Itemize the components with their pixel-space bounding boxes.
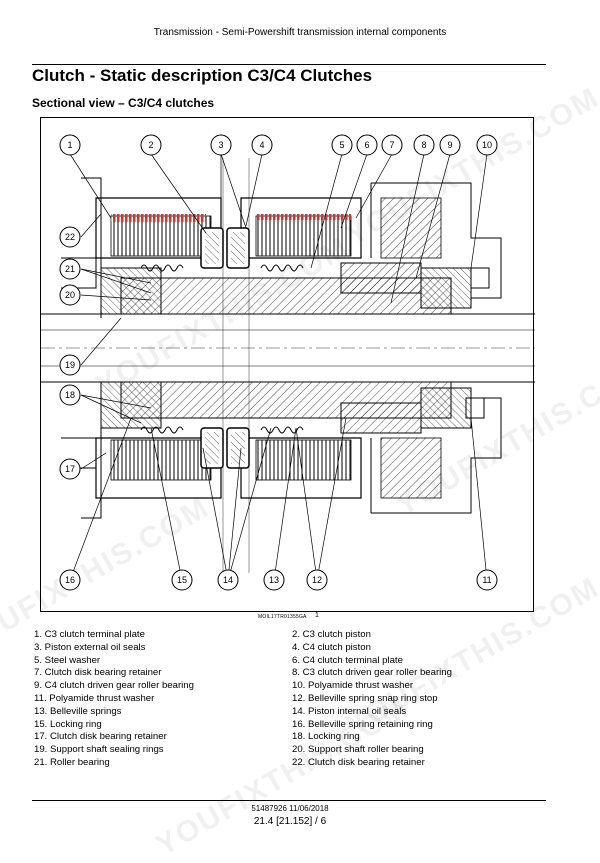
svg-text:10: 10 [482, 140, 492, 150]
legend-item: 19. Support shaft sealing rings [34, 744, 164, 756]
svg-text:1: 1 [67, 140, 72, 150]
legend-row: 13. Belleville springs 14. Piston interna… [34, 706, 554, 719]
callout-2: 2 [140, 134, 162, 156]
callout-14: 14 [217, 569, 239, 591]
callout-10: 10 [476, 134, 498, 156]
svg-text:4: 4 [259, 140, 264, 150]
legend-item: 6. C4 clutch terminal plate [292, 654, 403, 666]
legend-item: 2. C3 clutch piston [292, 629, 371, 640]
svg-text:12: 12 [312, 575, 322, 585]
page-header: Transmission - Semi-Powershift transmiss… [153, 27, 447, 38]
callout-9: 9 [439, 134, 461, 156]
legend-item: 8. C3 clutch driven gear roller bearing [292, 667, 452, 679]
legend-row: 5. Steel washer 6. C4 clutch terminal pla… [34, 655, 554, 668]
legend-row: 21. Roller bearing 22. Clutch disk bearin… [34, 757, 554, 770]
legend-item: 18. Locking ring [292, 731, 360, 743]
callout-15: 15 [171, 569, 193, 591]
callout-20: 20 [59, 284, 81, 306]
callout-6: 6 [356, 134, 378, 156]
svg-text:16: 16 [65, 575, 75, 585]
legend-row: 11. Polyamide thrust washer 12. Bellevill… [34, 693, 554, 706]
legend-row: 17. Clutch disk bearing retainer 18. Lock… [34, 731, 554, 744]
legend-item: 16. Belleville spring retaining ring [292, 718, 433, 730]
legend-item: 13. Belleville springs [34, 705, 122, 717]
legend-item: 12. Belleville spring snap ring stop [292, 692, 438, 704]
legend-row: 9. C4 clutch driven gear roller bearing 1… [34, 680, 554, 693]
section-title: Clutch - Static description C3/C4 Clutch… [32, 66, 373, 85]
legend-row: 19. Support shaft sealing rings 20. Suppo… [34, 744, 554, 757]
svg-text:6: 6 [364, 140, 369, 150]
callout-1: 1 [59, 134, 81, 156]
legend-item: 9. C4 clutch driven gear roller bearing [34, 680, 194, 692]
svg-text:14: 14 [223, 575, 233, 585]
callout-19: 19 [59, 354, 81, 376]
legend-item: 4. C4 clutch piston [292, 641, 371, 653]
svg-text:8: 8 [421, 140, 426, 150]
legend-item: 10. Polyamide thrust washer [292, 680, 414, 692]
legend-row: 3. Piston external oil seals 4. C4 clutch… [34, 642, 554, 655]
page-number: 21.4 [21.152] / 6 [253, 816, 327, 827]
svg-text:15: 15 [177, 575, 187, 585]
svg-text:18: 18 [65, 390, 75, 400]
callout-7: 7 [381, 134, 403, 156]
svg-text:19: 19 [65, 360, 75, 370]
callout-4: 4 [251, 134, 273, 156]
callout-11: 11 [476, 569, 498, 591]
legend-item: 11. Polyamide thrust washer [34, 692, 155, 704]
legend-item: 14. Piston internal oil seals [292, 705, 407, 717]
legend-row: 1. C3 clutch terminal plate 2. C3 clutch … [34, 629, 554, 642]
callout-17: 17 [59, 458, 81, 480]
figure-code: MOIL17TR01355GA [258, 614, 307, 620]
header-rule [32, 64, 546, 65]
legend-item: 17. Clutch disk bearing retainer [34, 731, 167, 743]
callout-13: 13 [263, 569, 285, 591]
svg-text:7: 7 [389, 140, 394, 150]
callout-12: 12 [306, 569, 328, 591]
callout-3: 3 [210, 134, 232, 156]
svg-text:20: 20 [65, 290, 75, 300]
svg-text:2: 2 [148, 140, 153, 150]
svg-text:17: 17 [65, 464, 75, 474]
svg-text:22: 22 [65, 232, 75, 242]
svg-text:21: 21 [65, 264, 75, 274]
legend-item: 20. Support shaft roller bearing [292, 744, 424, 756]
footer-rule [32, 800, 546, 801]
svg-text:11: 11 [482, 575, 491, 585]
subsection-title: Sectional view – C3/C4 clutches [32, 96, 215, 110]
legend-item: 22. Clutch disk bearing retainer [292, 756, 425, 768]
legend-item: 21. Roller bearing [34, 756, 110, 768]
sectional-view-figure: 1 2 3 4 5 6 7 8 9 10 22 21 20 19 18 17 1… [40, 117, 535, 612]
callout-22: 22 [59, 226, 81, 248]
legend-item: 1. C3 clutch terminal plate [34, 629, 145, 640]
parts-legend: 1. C3 clutch terminal plate 2. C3 clutch … [34, 629, 554, 770]
legend-item: 7. Clutch disk bearing retainer [34, 667, 162, 679]
legend-item: 15. Locking ring [34, 718, 102, 730]
svg-text:13: 13 [269, 575, 279, 585]
legend-row: 15. Locking ring 16. Belleville spring re… [34, 719, 554, 732]
callout-21: 21 [59, 258, 81, 280]
legend-item: 3. Piston external oil seals [34, 641, 146, 653]
svg-text:5: 5 [339, 140, 344, 150]
svg-text:9: 9 [447, 140, 452, 150]
legend-item: 5. Steel washer [34, 654, 101, 666]
clutch-sectional-drawing: 1 2 3 4 5 6 7 8 9 10 22 21 20 19 18 17 1… [41, 134, 535, 591]
callout-18: 18 [59, 384, 81, 406]
legend-row: 7. Clutch disk bearing retainer 8. C3 clu… [34, 667, 554, 680]
callout-8: 8 [413, 134, 435, 156]
callout-16: 16 [59, 569, 81, 591]
svg-text:3: 3 [218, 140, 223, 150]
document-id: 51487926 11/06/2018 [251, 804, 329, 813]
callout-5: 5 [331, 134, 353, 156]
figure-number: 1 [315, 612, 319, 619]
